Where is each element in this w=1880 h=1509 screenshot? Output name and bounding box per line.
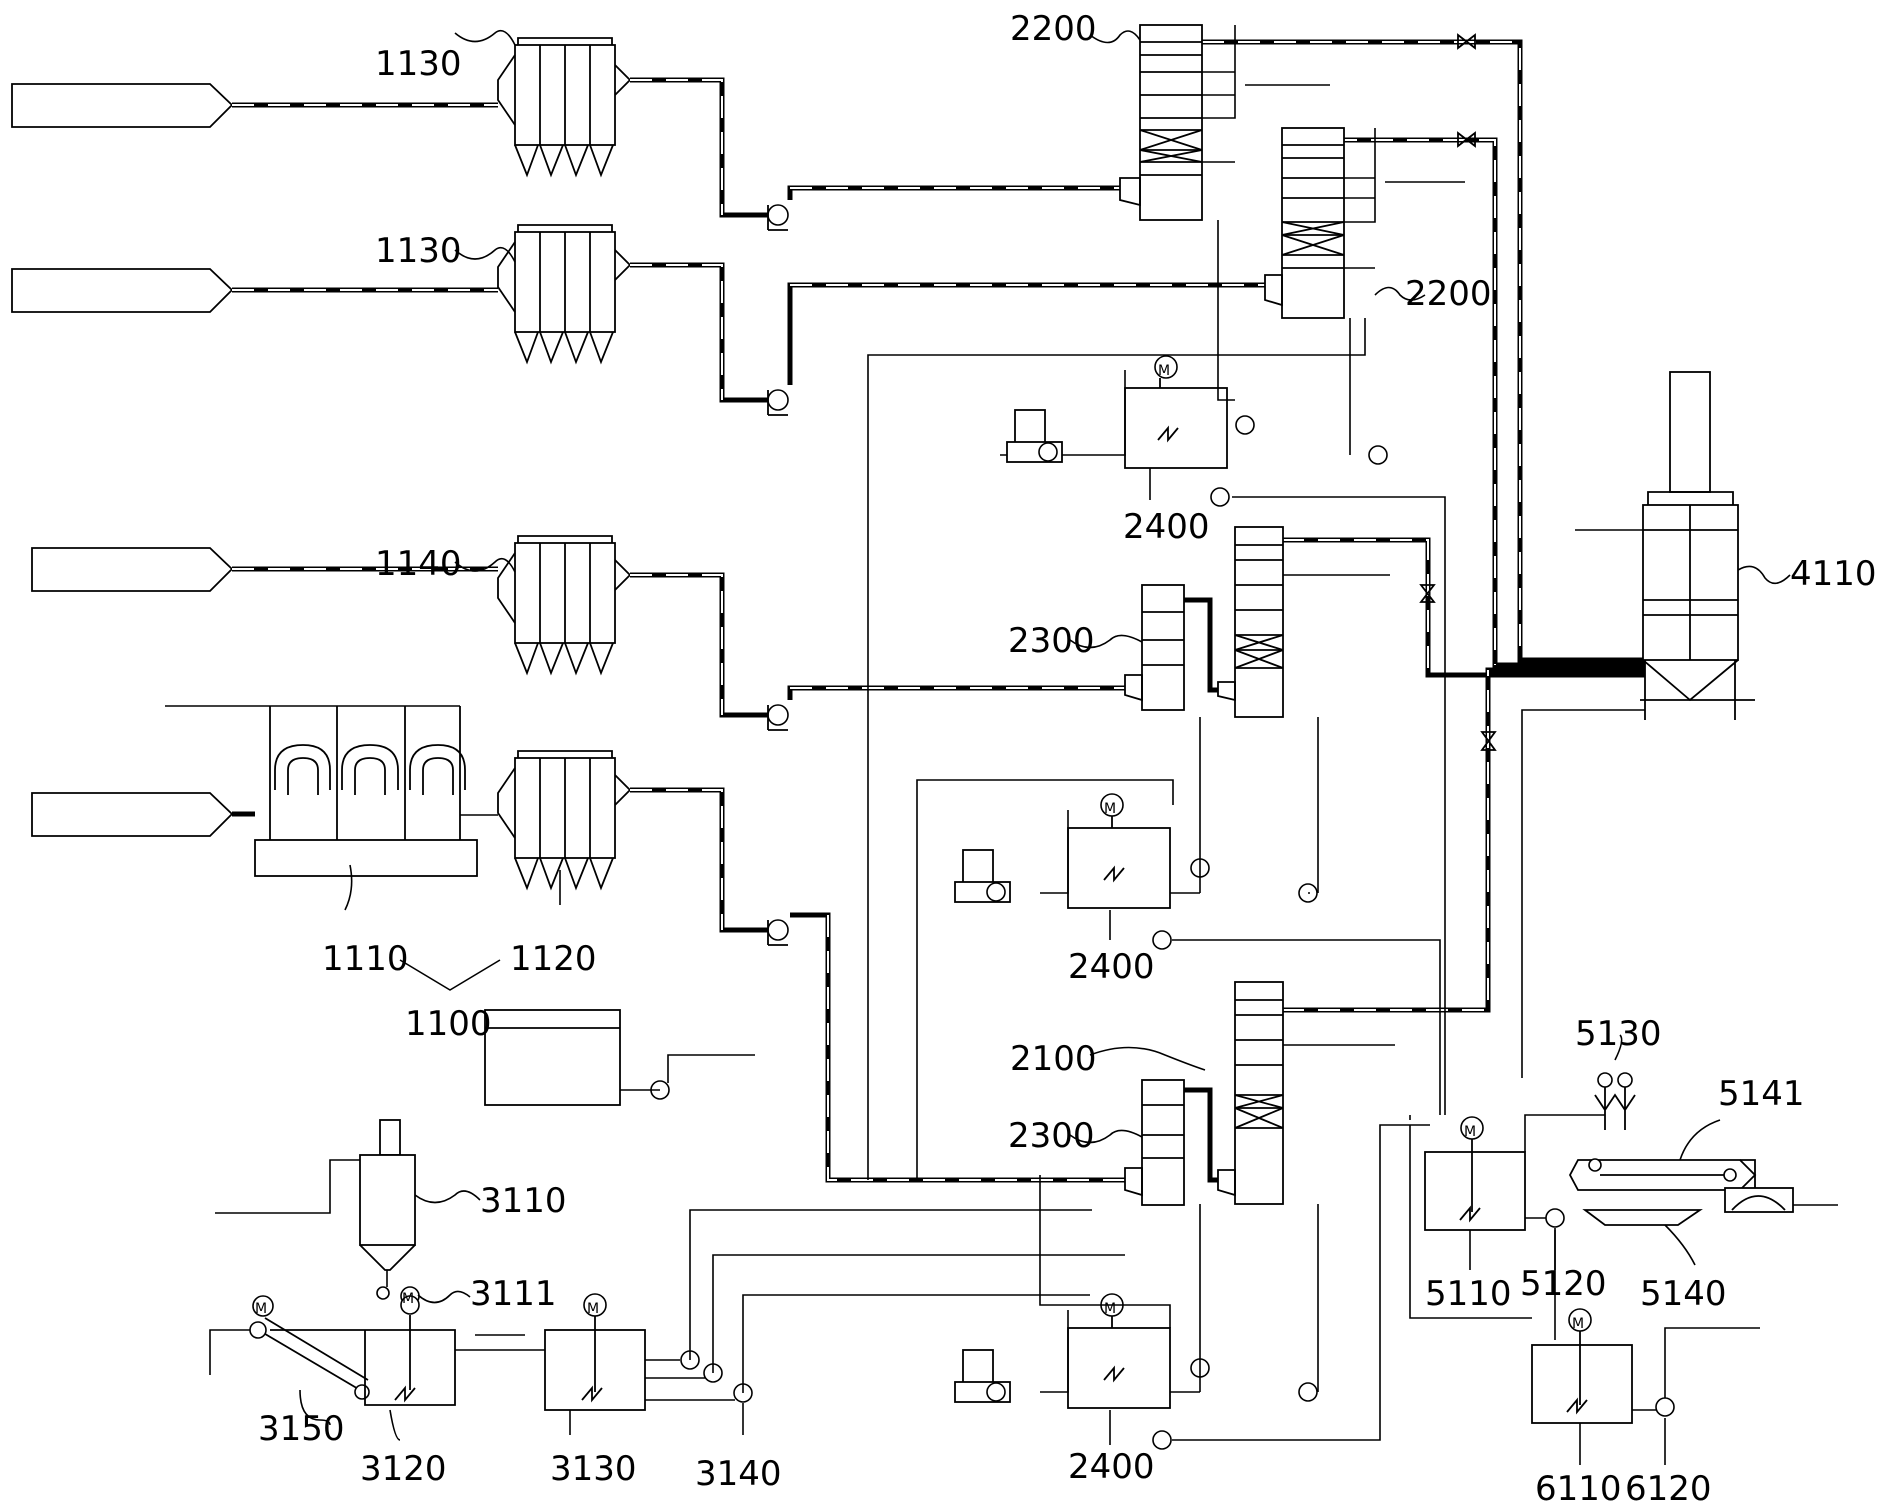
liquid-piping [689, 220, 1446, 1441]
blower-icon [954, 849, 1011, 903]
conveyor-3150 [209, 1295, 370, 1400]
motor-label: M [1104, 801, 1116, 817]
label-5141: 5141 [1718, 1074, 1805, 1114]
tower-stage2-a [1184, 526, 1390, 718]
label-1140: 1140 [375, 544, 462, 584]
fans [767, 204, 789, 946]
gas-ducts [232, 39, 1645, 1183]
label-5140: 5140 [1640, 1274, 1727, 1314]
motor-label: M [1158, 363, 1170, 379]
source-hoods [11, 83, 234, 837]
motor-label: M [1464, 1124, 1476, 1140]
label-2300-b: 2300 [1008, 1116, 1095, 1156]
label-3111: 3111 [470, 1274, 557, 1314]
motor-label: M [1104, 1301, 1116, 1317]
equipment-labels: 1130 1130 1140 1110 1120 1100 2200 2200 … [258, 9, 1877, 1509]
label-3150: 3150 [258, 1409, 345, 1449]
label-3140: 3140 [695, 1454, 782, 1494]
valve-icon [1480, 731, 1497, 751]
pump-icon [1152, 930, 1172, 950]
label-1110: 1110 [322, 939, 409, 979]
pump-icon [1235, 415, 1255, 435]
tank-1100-side [484, 1009, 755, 1106]
hopper-5140 [1582, 1209, 1703, 1226]
tank-3130 [544, 1293, 735, 1411]
motor-label: M [587, 1301, 599, 1317]
label-4110: 4110 [1790, 554, 1877, 594]
label-2400-a: 2400 [1123, 507, 1210, 547]
pump-icon [1152, 1430, 1172, 1450]
label-1130-b: 1130 [375, 231, 462, 271]
tower-2300-a [1124, 584, 1185, 711]
label-2400-c: 2400 [1068, 1447, 1155, 1487]
pump-icon [1368, 445, 1388, 465]
dust-collector-1130-a [497, 37, 632, 178]
valve-icon [1419, 584, 1436, 603]
motor-label: M [402, 1291, 414, 1307]
label-1130-a: 1130 [375, 44, 462, 84]
tank-2400-a [1000, 355, 1228, 469]
tower-2100 [1184, 981, 1395, 1205]
label-3120: 3120 [360, 1449, 447, 1489]
label-2200-b: 2200 [1405, 274, 1492, 314]
blowers [954, 409, 1063, 1403]
valves [1419, 33, 1497, 751]
label-1120: 1120 [510, 939, 597, 979]
motor-label: M [1572, 1316, 1584, 1332]
label-2400-b: 2400 [1068, 947, 1155, 987]
silo-3110 [215, 1119, 416, 1271]
tower-2200-a [1119, 24, 1330, 221]
valve-icon [1457, 33, 1476, 50]
valve-icon [1457, 131, 1476, 148]
tower-2200-b [1264, 127, 1465, 319]
label-6110: 6110 [1535, 1469, 1622, 1509]
pump-icon [1210, 487, 1230, 507]
label-5110: 5110 [1425, 1274, 1512, 1314]
blower-icon [954, 1349, 1011, 1403]
label-2100: 2100 [1010, 1039, 1097, 1079]
tank-3120 [270, 1295, 545, 1406]
fan-icon [767, 204, 789, 231]
label-5120: 5120 [1520, 1264, 1607, 1304]
label-5130: 5130 [1575, 1014, 1662, 1054]
filter-5130 [1594, 1072, 1636, 1130]
leader-lines [299, 29, 1791, 1465]
fan-icon [767, 389, 789, 416]
motor-labels: M M M M M M M M [255, 363, 1584, 1332]
pump-icon [1655, 1397, 1675, 1417]
label-1100: 1100 [405, 1004, 492, 1044]
blower-icon [1006, 409, 1063, 463]
tank-2400-b [1040, 793, 1171, 909]
furnace-unit-1110 [165, 705, 498, 877]
pump-icon [1545, 1208, 1565, 1228]
label-6120: 6120 [1625, 1469, 1712, 1509]
dust-collector-1130-b [497, 224, 632, 365]
label-3110: 3110 [480, 1181, 567, 1221]
label-3130: 3130 [550, 1449, 637, 1489]
motor-label: M [255, 1301, 267, 1317]
product-bin [1724, 1187, 1838, 1213]
fan-icon [767, 704, 789, 731]
tower-2300-b [1124, 1079, 1185, 1206]
dust-collector-1140 [497, 535, 632, 676]
pump-icon [1298, 1382, 1318, 1402]
dust-collector-1120 [497, 750, 632, 891]
fan-icon [767, 919, 789, 946]
stack-4110 [1575, 371, 1755, 720]
label-2300-a: 2300 [1008, 621, 1095, 661]
tank-5110 [1424, 709, 1645, 1231]
tank-6110 [1409, 1115, 1760, 1424]
label-2200-a: 2200 [1010, 9, 1097, 49]
